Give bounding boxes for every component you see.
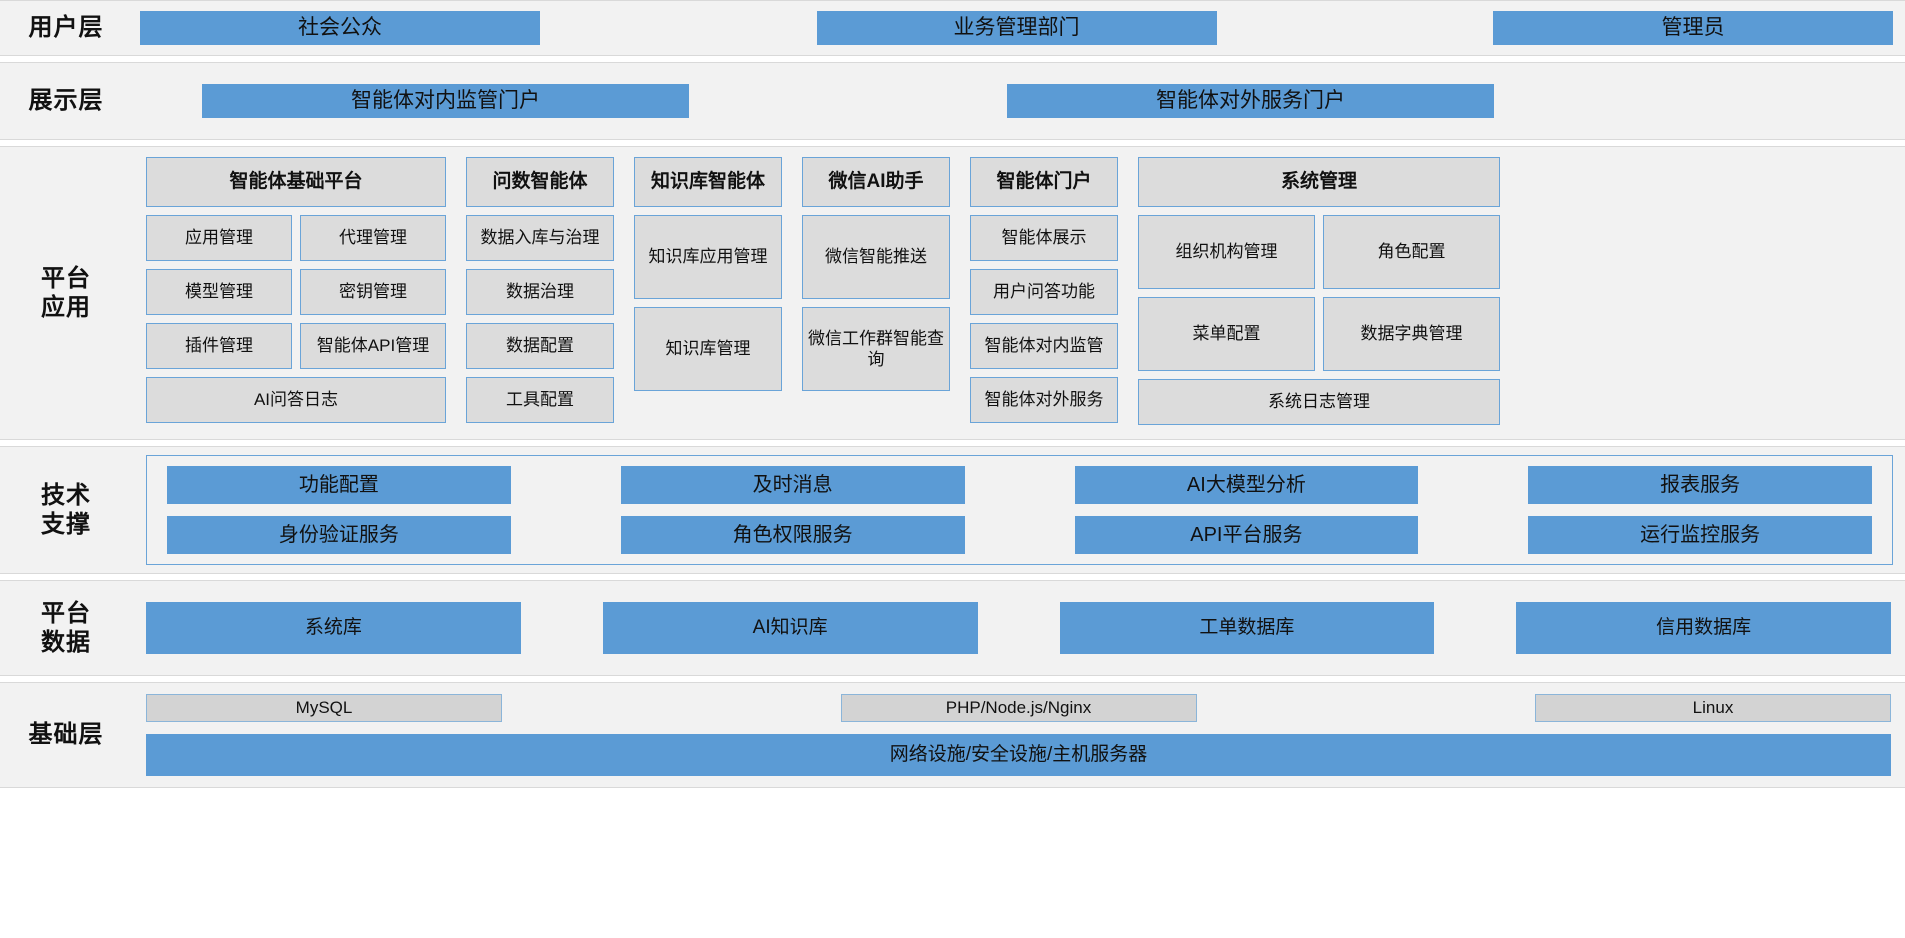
infrastructure-foundation-row: 网络设施/安全设施/主机服务器 [146, 734, 1891, 776]
feature-kb-management[interactable]: 知识库管理 [634, 307, 782, 391]
module-data-query-agent: 问数智能体 数据入库与治理 数据治理 数据配置 工具配置 [466, 157, 614, 423]
platform-application-layer-label: 平台 应用 [41, 264, 91, 321]
foundation-network-security-host-server[interactable]: 网络设施/安全设施/主机服务器 [146, 734, 1891, 776]
service-ai-large-model-analysis[interactable]: AI大模型分析 [1074, 466, 1419, 504]
feature-data-configuration[interactable]: 数据配置 [466, 323, 614, 369]
service-role-permission[interactable]: 角色权限服务 [620, 516, 965, 554]
portal-external-service[interactable]: 智能体对外服务门户 [1007, 84, 1494, 118]
module-header-data-query-agent[interactable]: 问数智能体 [466, 157, 614, 207]
service-identity-authentication[interactable]: 身份验证服务 [167, 516, 511, 554]
technical-support-layer-label: 技术 支撑 [41, 481, 91, 538]
feature-agent-showcase[interactable]: 智能体展示 [970, 215, 1118, 261]
platform-application-layer: 平台 应用 智能体基础平台 应用管理 代理管理 模型管理 密钥管理 插件管理 [0, 146, 1905, 440]
module-header-knowledge-base-agent[interactable]: 知识库智能体 [634, 157, 782, 207]
presentation-layer: 展示层 智能体对内监管门户 智能体对外服务门户 [0, 62, 1905, 140]
infrastructure-layer-body: MySQL PHP/Node.js/Nginx Linux 网络设施/安全设施/… [132, 683, 1905, 787]
stack-item-mysql[interactable]: MySQL [146, 694, 502, 722]
presentation-layer-body: 智能体对内监管门户 智能体对外服务门户 [132, 63, 1905, 139]
database-work-order[interactable]: 工单数据库 [1059, 602, 1435, 654]
platform-data-layer: 平台 数据 系统库 AI知识库 工单数据库 信用数据库 [0, 580, 1905, 676]
feature-tool-configuration[interactable]: 工具配置 [466, 377, 614, 423]
feature-agent-api-management[interactable]: 智能体API管理 [300, 323, 446, 369]
module-row: 菜单配置 数据字典管理 [1138, 297, 1500, 371]
module-header-agent-portal[interactable]: 智能体门户 [970, 157, 1118, 207]
feature-kb-application-management[interactable]: 知识库应用管理 [634, 215, 782, 299]
module-wechat-ai-assistant: 微信AI助手 微信智能推送 微信工作群智能查询 [802, 157, 950, 391]
feature-menu-configuration[interactable]: 菜单配置 [1138, 297, 1315, 371]
feature-organization-management[interactable]: 组织机构管理 [1138, 215, 1315, 289]
module-agent-portal: 智能体门户 智能体展示 用户问答功能 智能体对内监管 智能体对外服务 [970, 157, 1118, 423]
infrastructure-layer: 基础层 MySQL PHP/Node.js/Nginx Linux 网络设施/安… [0, 682, 1905, 788]
technical-support-row: 身份验证服务 角色权限服务 API平台服务 运行监控服务 [167, 516, 1872, 554]
module-row: 模型管理 密钥管理 [146, 269, 446, 315]
database-ai-knowledge[interactable]: AI知识库 [602, 602, 978, 654]
service-function-configuration[interactable]: 功能配置 [167, 466, 511, 504]
feature-ai-qa-log[interactable]: AI问答日志 [146, 377, 446, 423]
stack-item-php-node-nginx[interactable]: PHP/Node.js/Nginx [840, 694, 1197, 722]
module-system-management: 系统管理 组织机构管理 角色配置 菜单配置 数据字典管理 系统日志管理 [1138, 157, 1500, 425]
service-instant-message[interactable]: 及时消息 [620, 466, 965, 504]
module-header-system-management[interactable]: 系统管理 [1138, 157, 1500, 207]
module-row: 插件管理 智能体API管理 [146, 323, 446, 369]
user-layer-body: 社会公众 业务管理部门 管理员 [132, 1, 1905, 55]
service-api-platform[interactable]: API平台服务 [1074, 516, 1419, 554]
feature-agent-management[interactable]: 代理管理 [300, 215, 446, 261]
module-row: AI问答日志 [146, 377, 446, 423]
user-role-public[interactable]: 社会公众 [140, 11, 540, 45]
user-layer: 用户层 社会公众 业务管理部门 管理员 [0, 0, 1905, 56]
feature-system-log-management[interactable]: 系统日志管理 [1138, 379, 1500, 425]
feature-data-dictionary-management[interactable]: 数据字典管理 [1323, 297, 1500, 371]
module-row: 系统日志管理 [1138, 379, 1500, 425]
technical-support-layer-body: 功能配置 及时消息 AI大模型分析 报表服务 身份验证服务 角色权限服务 API… [132, 447, 1905, 573]
user-layer-label: 用户层 [28, 14, 104, 42]
user-role-business-dept[interactable]: 业务管理部门 [816, 11, 1217, 45]
user-role-administrator[interactable]: 管理员 [1493, 11, 1893, 45]
database-system[interactable]: 系统库 [146, 602, 521, 654]
infrastructure-stack-row: MySQL PHP/Node.js/Nginx Linux [146, 694, 1891, 722]
service-operation-monitoring[interactable]: 运行监控服务 [1528, 516, 1872, 554]
feature-wechat-group-smart-query[interactable]: 微信工作群智能查询 [802, 307, 950, 391]
feature-plugin-management[interactable]: 插件管理 [146, 323, 292, 369]
feature-agent-internal-supervision[interactable]: 智能体对内监管 [970, 323, 1118, 369]
technical-support-layer: 技术 支撑 功能配置 及时消息 AI大模型分析 报表服务 身份验证服务 角色权限… [0, 446, 1905, 574]
module-knowledge-base-agent: 知识库智能体 知识库应用管理 知识库管理 [634, 157, 782, 391]
stack-item-linux[interactable]: Linux [1535, 694, 1891, 722]
platform-data-layer-label: 平台 数据 [41, 599, 91, 656]
technical-support-row: 功能配置 及时消息 AI大模型分析 报表服务 [167, 466, 1872, 504]
portal-internal-supervision[interactable]: 智能体对内监管门户 [202, 84, 689, 118]
module-row: 应用管理 代理管理 [146, 215, 446, 261]
platform-application-layer-body: 智能体基础平台 应用管理 代理管理 模型管理 密钥管理 插件管理 智能体API管… [132, 147, 1905, 439]
service-report[interactable]: 报表服务 [1528, 466, 1872, 504]
feature-application-management[interactable]: 应用管理 [146, 215, 292, 261]
database-credit[interactable]: 信用数据库 [1516, 602, 1891, 654]
feature-model-management[interactable]: 模型管理 [146, 269, 292, 315]
feature-data-governance[interactable]: 数据治理 [466, 269, 614, 315]
module-header-wechat-ai-assistant[interactable]: 微信AI助手 [802, 157, 950, 207]
feature-agent-external-service[interactable]: 智能体对外服务 [970, 377, 1118, 423]
technical-support-frame: 功能配置 及时消息 AI大模型分析 报表服务 身份验证服务 角色权限服务 API… [146, 455, 1893, 565]
feature-key-management[interactable]: 密钥管理 [300, 269, 446, 315]
platform-data-layer-body: 系统库 AI知识库 工单数据库 信用数据库 [132, 581, 1905, 675]
feature-user-qa[interactable]: 用户问答功能 [970, 269, 1118, 315]
module-header-agent-base-platform[interactable]: 智能体基础平台 [146, 157, 446, 207]
module-row: 组织机构管理 角色配置 [1138, 215, 1500, 289]
module-agent-base-platform: 智能体基础平台 应用管理 代理管理 模型管理 密钥管理 插件管理 智能体API管… [146, 157, 446, 423]
feature-role-configuration[interactable]: 角色配置 [1323, 215, 1500, 289]
infrastructure-layer-label: 基础层 [28, 721, 104, 749]
presentation-layer-label: 展示层 [28, 87, 104, 115]
feature-wechat-smart-push[interactable]: 微信智能推送 [802, 215, 950, 299]
feature-data-ingestion-governance[interactable]: 数据入库与治理 [466, 215, 614, 261]
